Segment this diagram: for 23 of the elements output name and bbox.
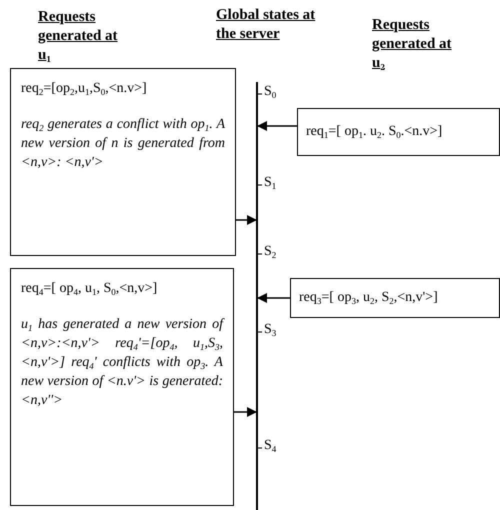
arrow <box>257 293 290 303</box>
request-text: req$_{2}$=[op$_{2}$,u$_{1}$,S$_{0}$,<n.v>] <box>21 80 148 98</box>
note-text: req$_{2}$ generates a conflict with op$_{1}$. A new version of n is generated from <n,v>: <n,v'> <box>21 116 225 172</box>
arrow <box>236 215 257 225</box>
request-box <box>297 108 500 156</box>
state-label: S$_{4}$ <box>264 438 276 454</box>
request-text: req$_{3}$=[ op$_{3}$, u$_{2}$, S$_{2}$,<n,v'>] <box>299 289 439 307</box>
state-label: S$_{1}$ <box>264 175 276 191</box>
request-text: req$_{4}$=[ op$_{4}$, u$_{1}$, S$_{0}$,<n,v>] <box>21 280 158 298</box>
state-label: S$_{3}$ <box>264 322 276 338</box>
request-box <box>10 268 234 506</box>
request-text: req$_{1}$=[ op$_{1}$. u$_{2}$. S$_{0}$.<n.v>] <box>306 123 444 141</box>
arrow <box>257 121 297 131</box>
request-box <box>10 68 236 256</box>
column-heading: Requests generated at u$_{1}$ <box>38 8 119 65</box>
timeline-bar <box>256 82 258 510</box>
note-text: u$_{1}$ has generated a new version of <n,v>:<n,v'> req$_{4}$'=[op$_{4}$, u$_{1}$,S$_{3}$,<n,v'>] req$_{4}$' conflicts with op$_{3}$. A new version of <n.v'> is generated: <n,v''> <box>21 316 223 410</box>
column-heading: Requests generated at u$_{2}$ <box>372 16 452 73</box>
state-label: S$_{2}$ <box>264 244 276 260</box>
column-heading: Global states at the server <box>216 6 316 44</box>
arrow <box>234 407 257 417</box>
state-label: S$_{0}$ <box>264 84 276 100</box>
request-box <box>290 278 500 318</box>
